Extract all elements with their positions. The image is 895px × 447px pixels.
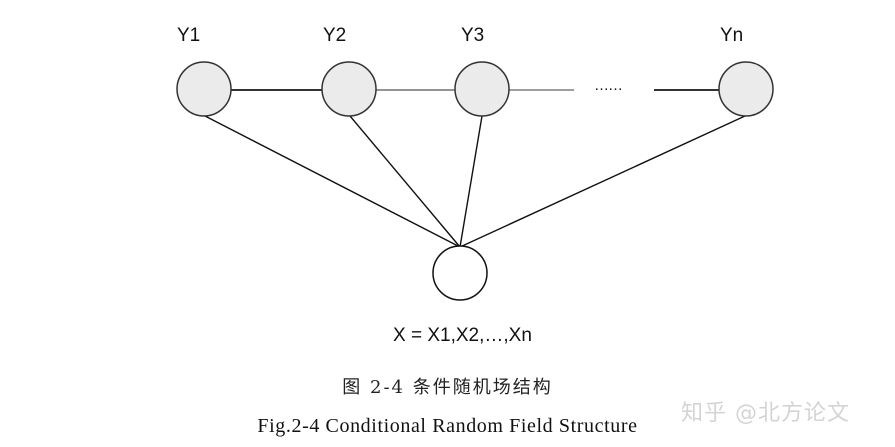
- watermark: 知乎 @北方论文: [681, 401, 850, 426]
- edge-yn-x: [459, 115, 746, 248]
- node-label-y2: Y2: [323, 25, 347, 46]
- node-y1: [176, 61, 232, 117]
- ellipsis: ……: [594, 77, 623, 94]
- caption-english: Fig.2-4 Conditional Random Field Structu…: [257, 415, 638, 437]
- node-yn: [718, 61, 774, 117]
- edge-y2-x: [349, 115, 461, 248]
- node-x: [432, 245, 488, 301]
- caption-chinese: 图 2-4 条件随机场结构: [342, 377, 553, 398]
- node-label-y3: Y3: [461, 25, 485, 46]
- node-label-y1: Y1: [177, 25, 201, 46]
- edge-y3-x: [459, 115, 483, 248]
- node-label-yn: Yn: [720, 25, 744, 46]
- node-y2: [321, 61, 377, 117]
- node-y3: [454, 61, 510, 117]
- input-label-x: X = X1,X2,…,Xn: [393, 325, 532, 346]
- edge-y1-x: [204, 115, 461, 248]
